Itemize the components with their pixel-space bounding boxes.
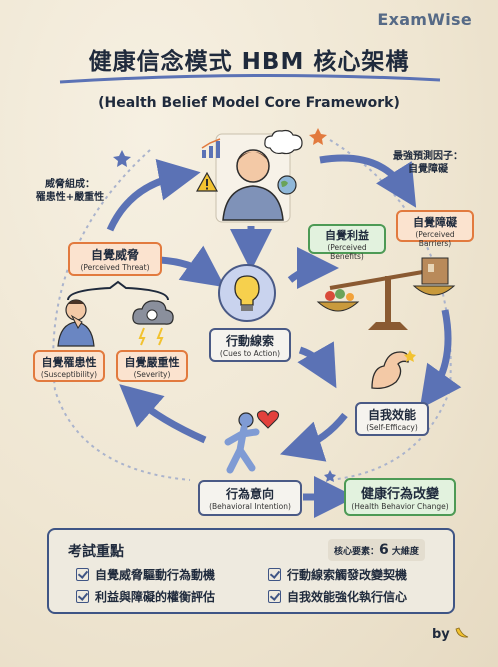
node-perceived-barriers: 自覺障礙 (Perceived Barriers)	[396, 210, 474, 248]
node-benefits-label: 自覺利益	[325, 229, 369, 242]
exam-point-text: 行動線索觸發改變契機	[287, 568, 408, 582]
banana-icon	[455, 627, 469, 638]
heart-icon	[256, 410, 280, 429]
page-subtitle: (Health Belief Model Core Framework)	[98, 95, 400, 111]
credit-text: by	[432, 626, 470, 642]
threat-brace	[67, 280, 169, 301]
flexed-arm-icon	[371, 350, 416, 390]
node-change-en: (Health Behavior Change)	[351, 502, 449, 511]
node-severity-en: (Severity)	[133, 370, 171, 379]
exam-point-item: 自覺威脅驅動行為動機	[76, 566, 215, 583]
node-perceived-threat-en: (Perceived Threat)	[80, 263, 150, 272]
node-cues-label: 行動線索	[225, 334, 274, 348]
badge-unit: 大維度	[391, 547, 419, 557]
lightbulb-icon	[218, 264, 276, 322]
exam-point-item: 行動線索觸發改變契機	[268, 566, 407, 583]
node-intention-label: 行為意向	[225, 487, 274, 501]
star-icon	[113, 150, 131, 167]
title-underline	[59, 73, 441, 84]
thought-bubble-icon	[264, 129, 303, 155]
threat-components-note: 威脅組成： 罹患性+嚴重性	[35, 179, 105, 203]
node-behavioral-intention: 行為意向 (Behavioral Intention)	[198, 480, 302, 516]
core-elements-badge: 核心要素：6 大維度	[328, 539, 425, 561]
checkbox-icon	[76, 568, 89, 581]
exam-point-item: 自我效能強化執行信心	[268, 588, 407, 605]
node-severity: 自覺嚴重性 (Severity)	[116, 350, 188, 382]
strongest-predictor-note: 最強預測因子： 自覺障礙	[393, 151, 463, 175]
storm-cloud-icon	[132, 300, 174, 346]
exam-points-title: 考試重點	[68, 544, 124, 560]
exam-point-item: 利益與障礙的權衡評估	[76, 588, 215, 605]
page-title: 健康信念模式 HBM 核心架構	[88, 49, 410, 75]
brand-logo: ExamWise	[377, 10, 472, 29]
node-susceptibility-label: 自覺罹患性	[41, 356, 97, 369]
badge-value: 6	[379, 542, 389, 558]
arrow-threat-to-cues	[159, 245, 226, 288]
exam-point-text: 自覺威脅驅動行為動機	[95, 568, 216, 582]
node-susceptibility-en: (Susceptibility)	[40, 370, 98, 379]
arrow-efficacy-to-intention	[280, 412, 348, 462]
checkbox-icon	[268, 568, 281, 581]
star-icon	[309, 128, 327, 145]
arrow-intention-to-threat	[119, 384, 207, 444]
node-self-efficacy: 自我效能 (Self-Efficacy)	[355, 402, 429, 436]
scale-icon	[316, 257, 456, 330]
node-benefits-en: (Perceived Benefits)	[327, 243, 367, 261]
node-susceptibility: 自覺罹患性 (Susceptibility)	[33, 350, 105, 382]
star-icon	[324, 470, 336, 482]
node-barriers-label: 自覺障礙	[413, 216, 457, 229]
node-efficacy-label: 自我效能	[367, 408, 416, 422]
exam-point-text: 利益與障礙的權衡評估	[95, 590, 216, 604]
node-cues-to-action: 行動線索 (Cues to Action)	[209, 328, 291, 362]
chart-icon	[201, 138, 221, 158]
warning-icon	[196, 172, 218, 192]
arrow-cues-to-scale	[287, 247, 339, 290]
arrow-barriers-to-efficacy	[419, 309, 462, 410]
globe-icon	[277, 175, 297, 195]
arrow-threat-to-person	[106, 159, 201, 232]
coughing-person-icon	[57, 299, 95, 347]
node-barriers-en: (Perceived Barriers)	[415, 230, 455, 248]
node-efficacy-en: (Self-Efficacy)	[366, 423, 418, 432]
exam-point-text: 自我效能強化執行信心	[287, 590, 408, 604]
node-intention-en: (Behavioral Intention)	[209, 502, 291, 511]
credit-by: by	[432, 627, 450, 642]
checkbox-icon	[268, 590, 281, 603]
node-change-label: 健康行為改變	[360, 487, 439, 502]
node-perceived-threat: 自覺威脅 (Perceived Threat)	[68, 242, 162, 276]
arrow-cues-to-efficacy	[297, 341, 337, 389]
node-perceived-threat-label: 自覺威脅	[90, 248, 139, 262]
checkbox-icon	[76, 590, 89, 603]
node-perceived-benefits: 自覺利益 (Perceived Benefits)	[308, 224, 386, 261]
node-health-behavior-change: 健康行為改變 (Health Behavior Change)	[344, 478, 456, 516]
person-thinking-icon	[215, 133, 291, 223]
node-severity-label: 自覺嚴重性	[124, 356, 180, 369]
arrow-person-to-barriers	[319, 154, 417, 208]
badge-label: 核心要素：	[334, 547, 380, 557]
walking-person-icon	[224, 412, 260, 474]
node-cues-en: (Cues to Action)	[219, 349, 281, 358]
